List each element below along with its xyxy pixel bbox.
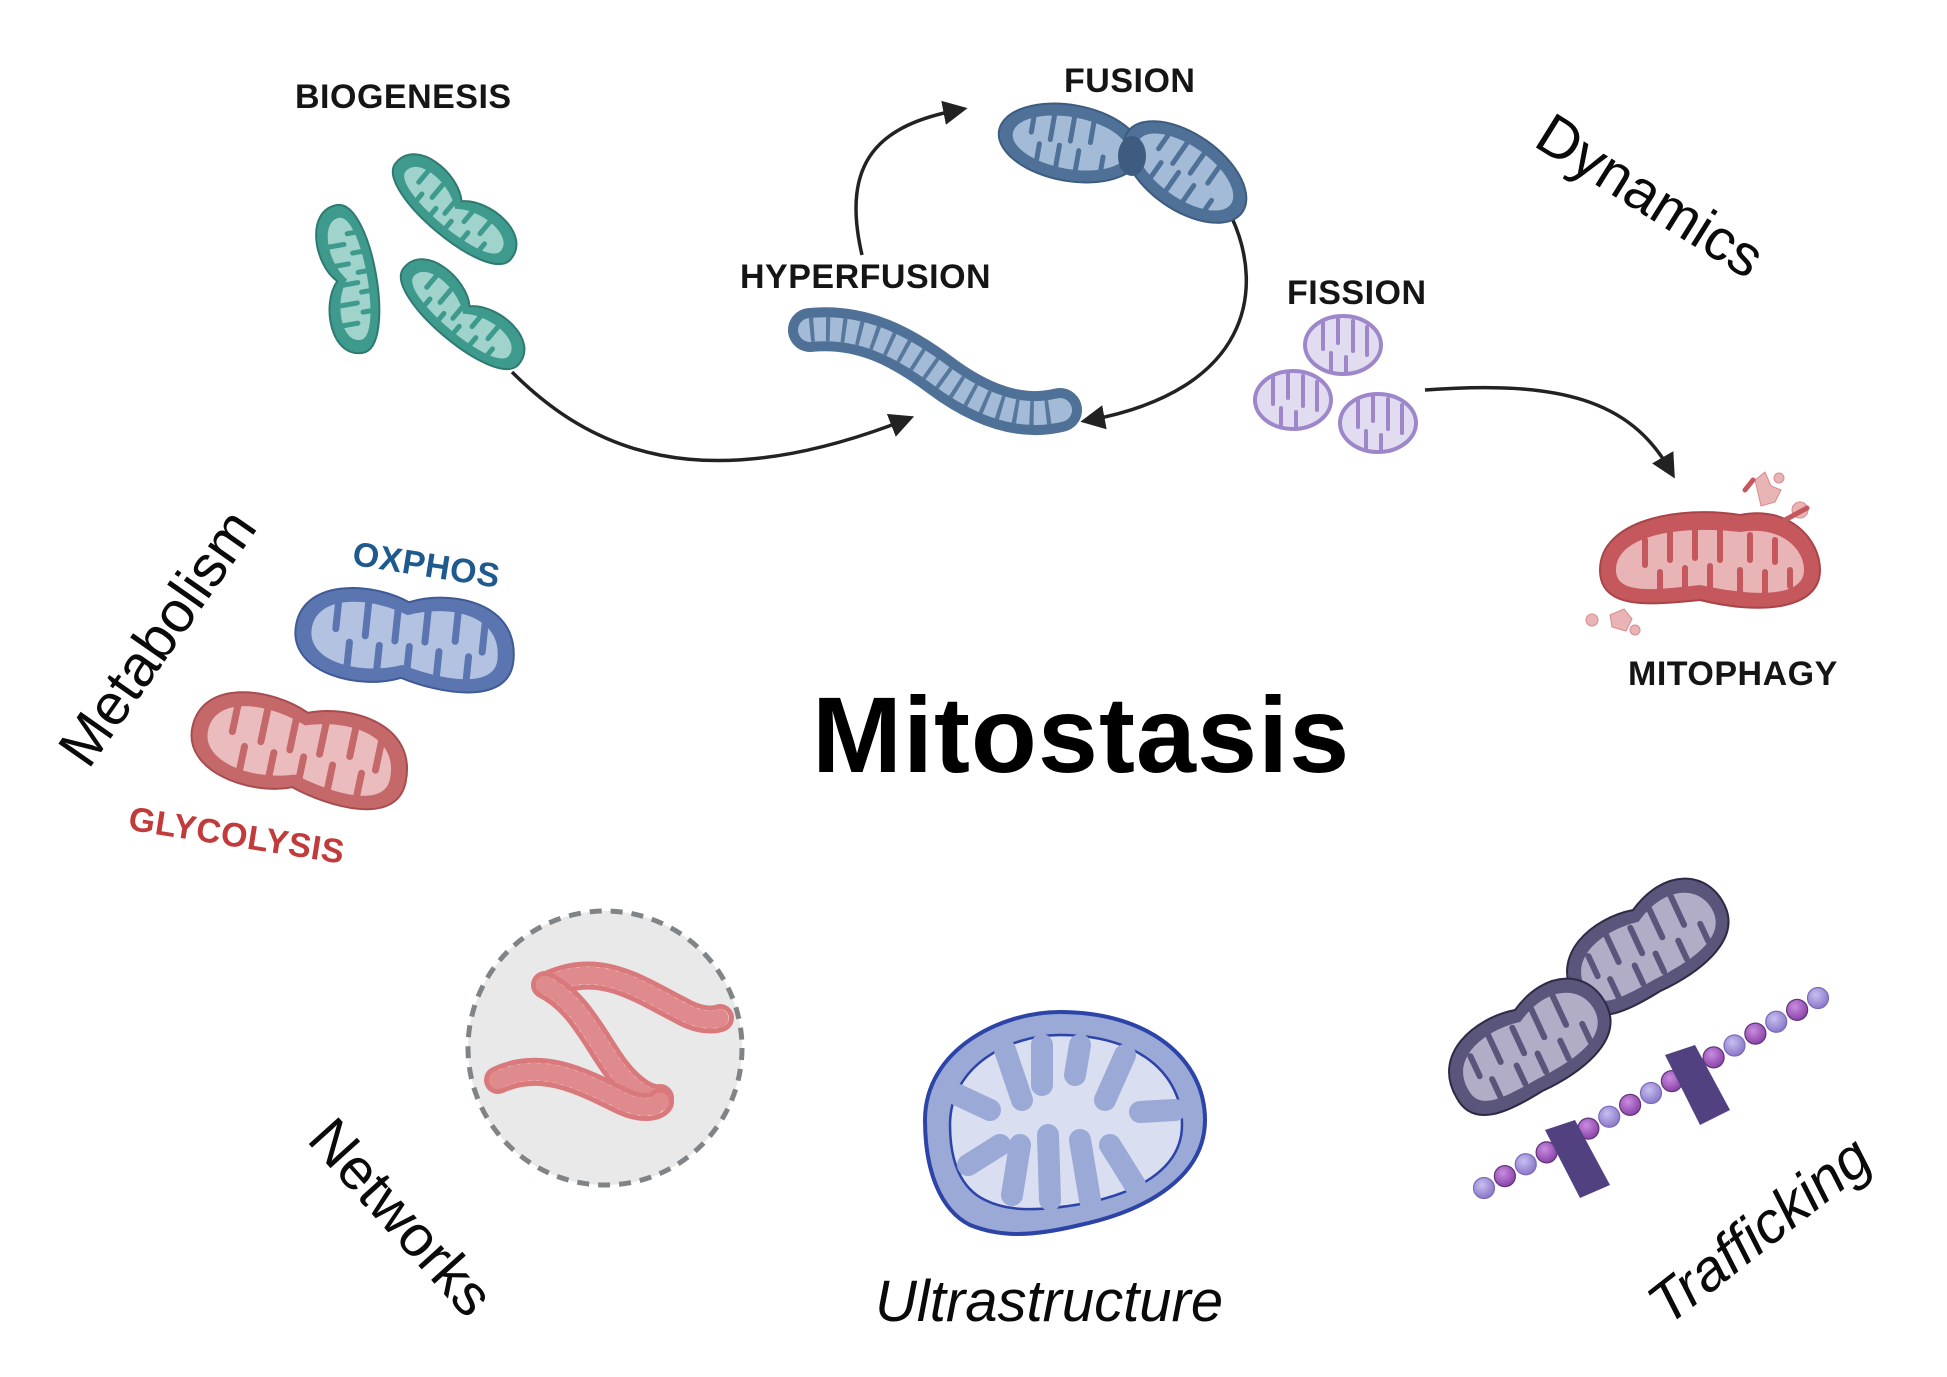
- microtubule-bead: [1493, 1165, 1516, 1188]
- page-title: Mitostasis: [812, 674, 1351, 795]
- mitochondrion-teal-3: [400, 258, 526, 370]
- label-fusion: FUSION: [1064, 62, 1196, 100]
- arrow-biogenesis-to-hyperfusion: [510, 370, 915, 463]
- microtubule-bead: [1723, 1034, 1746, 1057]
- microtubule-bead: [1702, 1046, 1725, 1069]
- label-fission: FISSION: [1287, 274, 1427, 312]
- microtubule-bead: [1619, 1093, 1642, 1116]
- microtubule-bead: [1639, 1081, 1663, 1105]
- category-ultrastructure: Ultrastructure: [875, 1269, 1224, 1334]
- hyperfusion-mitochondrion: [788, 307, 1082, 435]
- mitophagy-mitochondrion: [1585, 471, 1822, 636]
- mitochondrion-teal-1: [315, 203, 381, 354]
- fusion-mitochondria: [997, 102, 1248, 224]
- microtubule-bead: [1786, 998, 1809, 1021]
- microtubule-bead: [1598, 1105, 1621, 1128]
- fission-mitochondria: [1253, 314, 1418, 454]
- microtubule-bead: [1514, 1153, 1537, 1176]
- microtubule-bead: [1744, 1022, 1767, 1045]
- microtubule-bead: [1765, 1010, 1788, 1033]
- networks-illustration: [465, 908, 745, 1188]
- arrow-hyperfusion-to-fusion: [854, 100, 968, 256]
- biogenesis-mitochondria: [315, 153, 526, 370]
- arrow-fusion-to-hyperfusion: [1080, 217, 1249, 430]
- arrows: [510, 100, 1675, 479]
- trafficking-illustration: [1448, 877, 1830, 1200]
- microtubule-bead: [1472, 1176, 1496, 1200]
- ultrastructure-illustration: [922, 1009, 1208, 1236]
- glycolysis-mitochondrion: [190, 691, 409, 811]
- mitochondrion-teal-2: [392, 153, 518, 265]
- oxphos-mitochondrion: [294, 587, 515, 694]
- label-biogenesis: BIOGENESIS: [295, 78, 512, 116]
- microtubule-bead: [1806, 986, 1830, 1010]
- arrow-fission-to-mitophagy: [1424, 385, 1675, 479]
- label-mitophagy: MITOPHAGY: [1628, 655, 1838, 693]
- label-hyperfusion: HYPERFUSION: [740, 258, 992, 296]
